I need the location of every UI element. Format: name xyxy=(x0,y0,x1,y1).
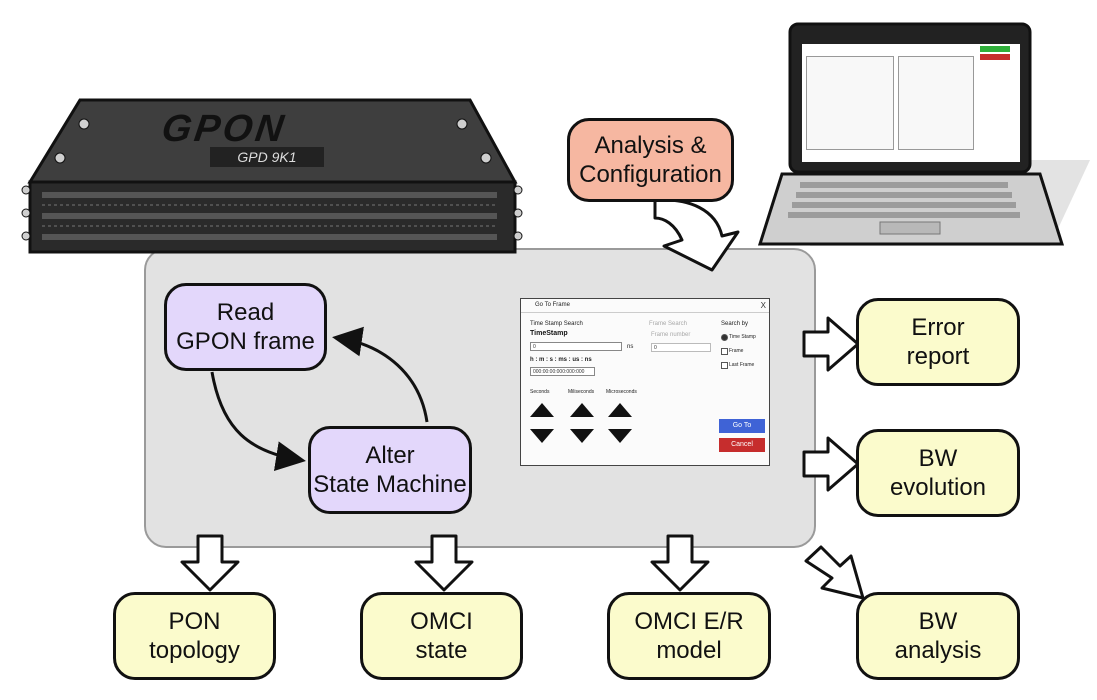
seconds-label: Seconds xyxy=(530,389,550,395)
to-omci-state-arrow xyxy=(414,534,474,592)
stepper-arrows xyxy=(530,403,632,443)
bw-evolution-box: BW evolution xyxy=(856,429,1020,517)
alter-to-read-arrow xyxy=(332,326,429,423)
timestamp-unit: ns xyxy=(627,344,634,350)
milliseconds-down-icon xyxy=(570,429,594,443)
milliseconds-label: Miliseconds xyxy=(568,389,595,395)
dialog-close-icon[interactable]: X xyxy=(760,301,766,310)
time-stamp-option: Time Stamp xyxy=(729,334,756,340)
microseconds-up-icon xyxy=(608,403,632,417)
laptop-list-left xyxy=(806,56,894,150)
omci-er-model-box: OMCI E/R model xyxy=(607,592,771,680)
microseconds-down-icon xyxy=(608,429,632,443)
seconds-down-icon xyxy=(530,429,554,443)
cancel-button[interactable]: Cancel xyxy=(719,438,765,452)
microseconds-label: Microseconds xyxy=(606,389,637,395)
timestamp-label: TimeStamp xyxy=(530,330,568,337)
go-to-frame-dialog: Go To Frame X Time Stamp Search TimeStam… xyxy=(520,298,770,466)
alter-state-machine-box: Alter State Machine xyxy=(308,426,472,514)
last-frame-checkbox[interactable] xyxy=(721,362,728,369)
hms-input[interactable]: 000:00:00:000:000:000 xyxy=(530,367,595,376)
frame-option: Frame xyxy=(729,348,744,354)
bw-analysis-box: BW analysis xyxy=(856,592,1020,680)
read-gpon-frame-box: Read GPON frame xyxy=(164,283,327,371)
frame-number-input[interactable]: 0 xyxy=(651,343,711,352)
laptop-list-right xyxy=(898,56,974,150)
last-frame-option: Last Frame xyxy=(729,362,755,368)
frame-number-label: Frame number xyxy=(651,332,691,338)
laptop-cancel-button xyxy=(980,54,1010,60)
to-bw-evolution-arrow xyxy=(802,436,860,492)
milliseconds-up-icon xyxy=(570,403,594,417)
frame-checkbox[interactable] xyxy=(721,348,728,355)
read-to-alter-arrow xyxy=(210,371,306,472)
hms-label: h : m : s : ms : us : ns xyxy=(530,357,592,363)
to-bw-analysis-arrow xyxy=(804,545,865,600)
dialog-title: Go To Frame xyxy=(521,299,769,313)
to-error-arrow xyxy=(802,316,860,372)
go-to-button[interactable]: Go To xyxy=(719,419,765,433)
laptop-ok-button xyxy=(980,46,1010,52)
analysis-configuration-box: Analysis & Configuration xyxy=(567,118,734,202)
analysis-to-panel-arrow xyxy=(653,198,740,272)
frame-group-label: Frame Search xyxy=(649,321,688,327)
pon-topology-box: PON topology xyxy=(113,592,276,680)
seconds-up-icon xyxy=(530,403,554,417)
laptop-screen xyxy=(802,44,1020,162)
error-report-box: Error report xyxy=(856,298,1020,386)
to-omci-er-arrow xyxy=(650,534,710,592)
omci-state-box: OMCI state xyxy=(360,592,523,680)
to-pon-topology-arrow xyxy=(180,534,240,592)
search-by-label: Search by xyxy=(721,321,749,327)
device-model: GPD 9K1 xyxy=(210,147,324,167)
timestamp-group-label: Time Stamp Search xyxy=(530,321,583,327)
time-stamp-radio[interactable] xyxy=(721,334,728,341)
timestamp-input[interactable]: 0 xyxy=(530,342,622,351)
